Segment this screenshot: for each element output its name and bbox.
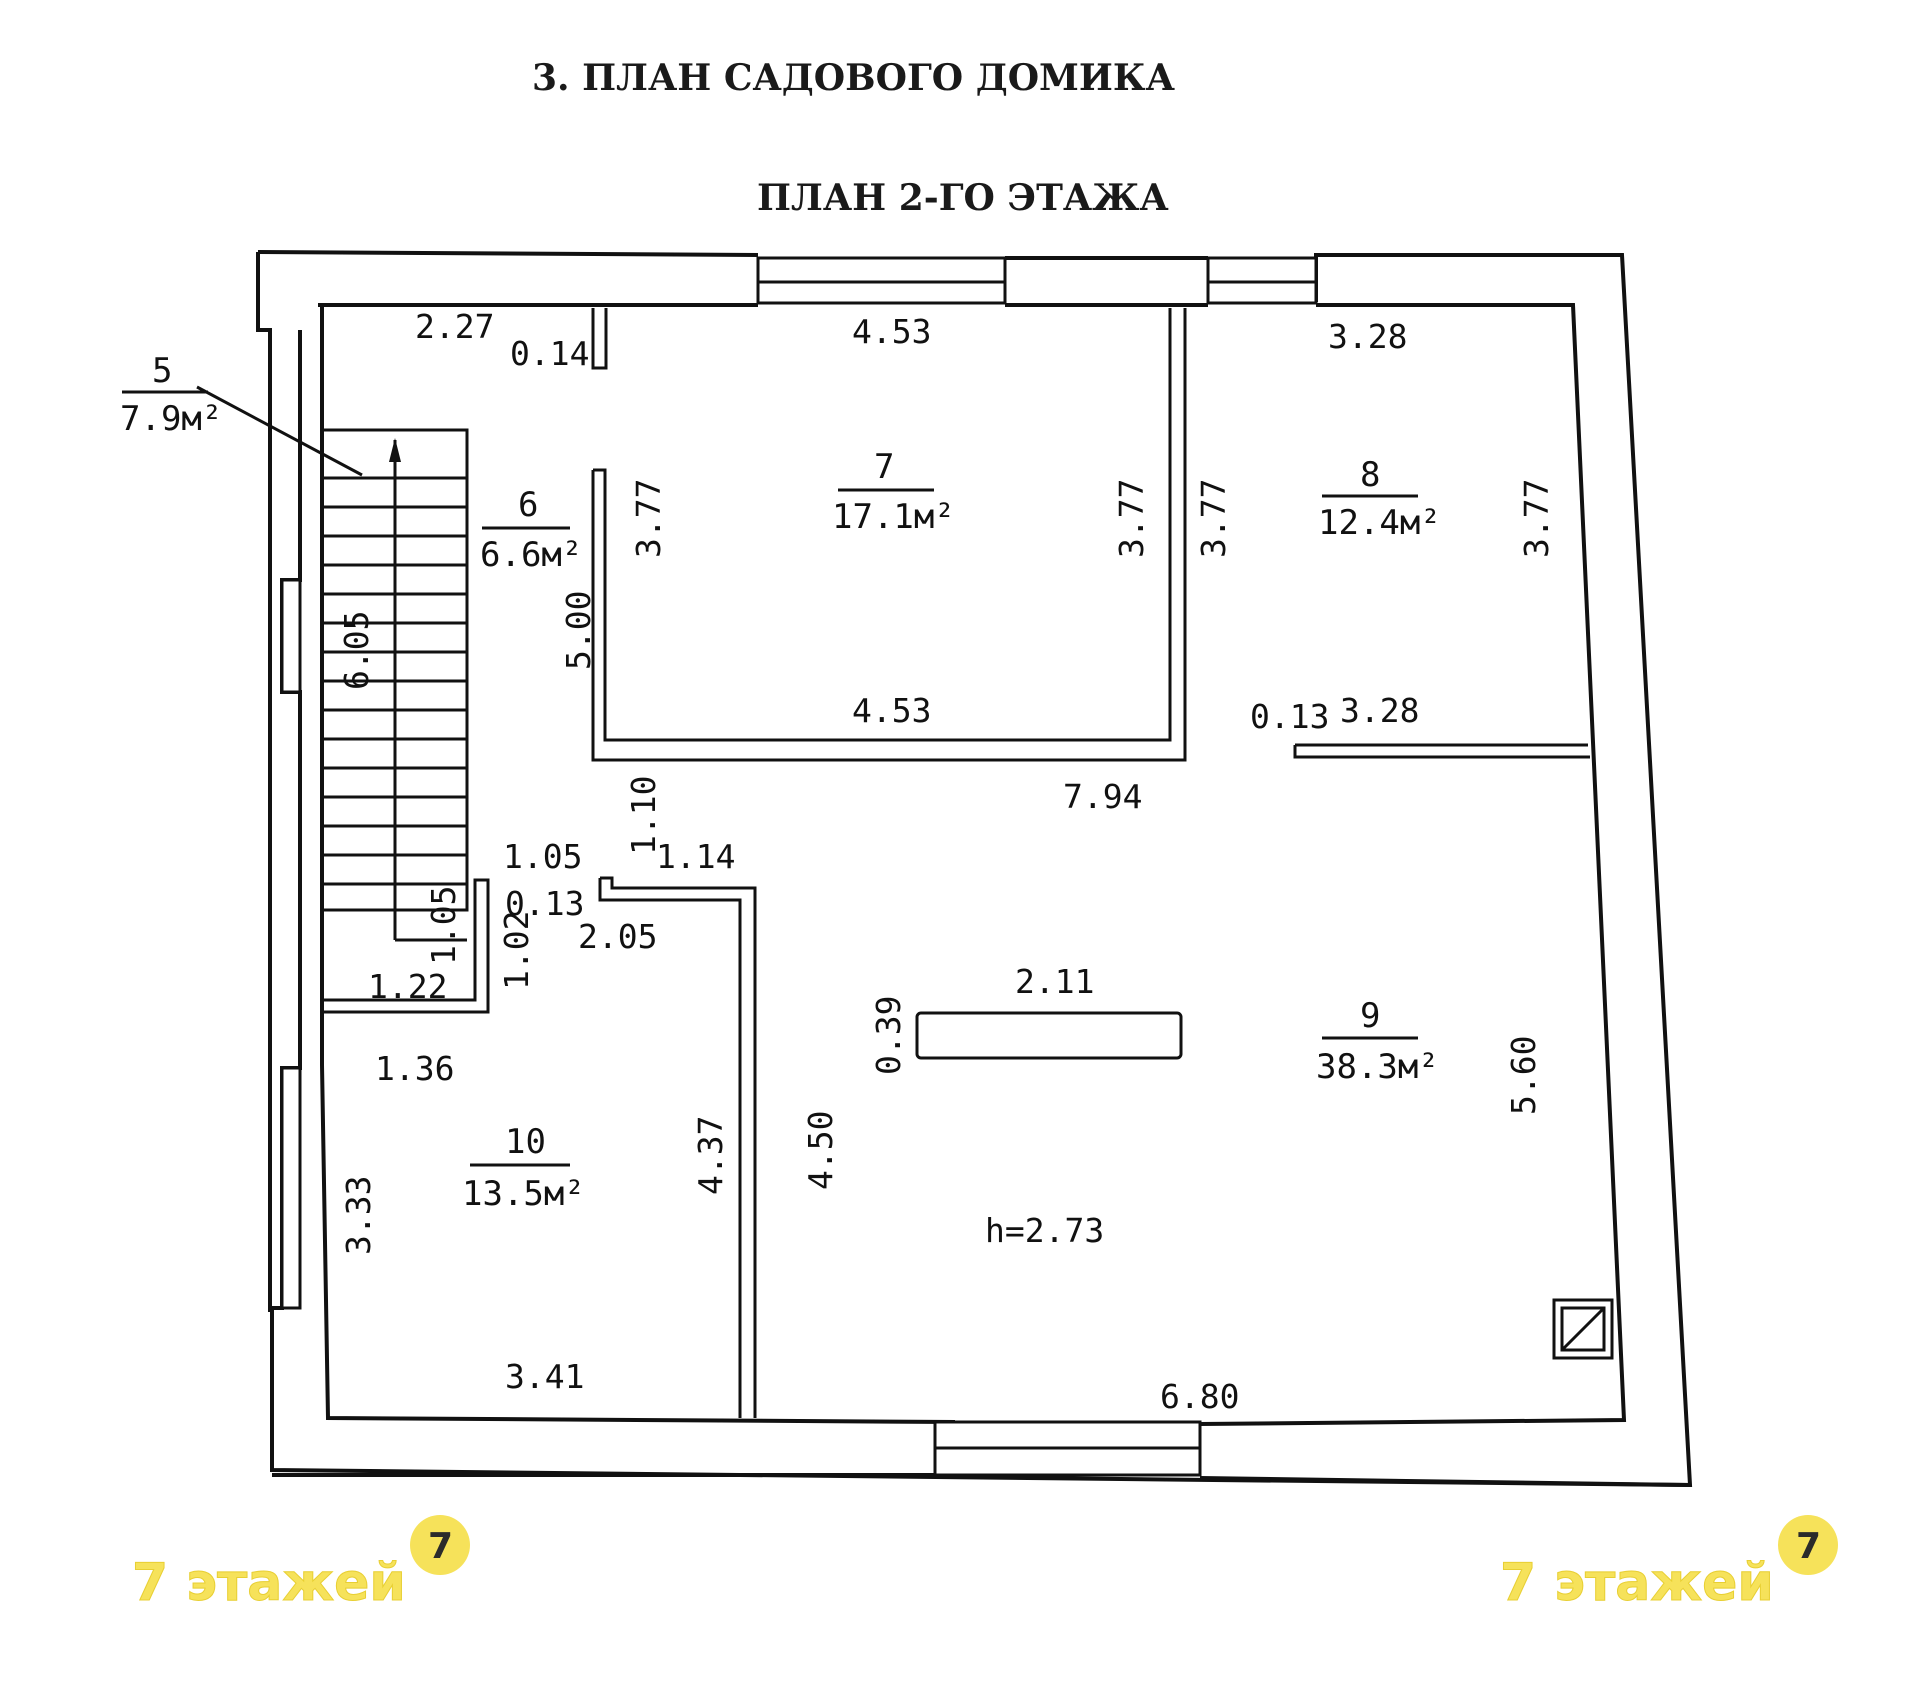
window-left-2 [280,1066,302,1310]
outer-walls [256,250,1693,1488]
dimension-label: 0.13 [1250,697,1329,736]
interior-walls [322,308,1590,1418]
room-area: 13.5м² [462,1174,585,1214]
watermark-left: 7 этажей 7 [132,1515,470,1614]
dimension-label: 5.60 [1504,1036,1543,1115]
room-label-9: 9 38.3м² [1316,996,1439,1087]
dimension-label: 4.53 [852,312,931,351]
dimension-label: 1.10 [624,776,663,855]
dimension-label: 1.02 [497,911,536,990]
room-number: 6 [518,485,538,525]
room-number: 10 [505,1122,546,1162]
dimension-label: 0.14 [510,334,589,373]
room-number: 9 [1360,996,1380,1036]
dimension-label: 3.77 [629,479,668,558]
brand-logo-icon [1778,1515,1838,1575]
room-label-10: 10 13.5м² [462,1122,585,1214]
dimension-label: 0.39 [869,996,908,1075]
dimension-label: h=2.73 [985,1211,1104,1250]
dimension-label: 1.05 [503,837,582,876]
leader-line-room-5 [196,385,363,477]
room-area: 6.6м² [480,535,582,575]
dimension-label: 2.11 [1015,962,1094,1001]
watermark-text: 7 этажей [1500,1553,1774,1613]
room-label-8: 8 12.4м² [1318,455,1441,543]
dimension-label: 3.33 [339,1176,378,1255]
room-area: 12.4м² [1318,503,1441,543]
room-area: 7.9м² [120,399,222,439]
vent-shaft-icon [1552,1298,1614,1360]
room-area: 17.1м² [832,497,955,537]
logo-digit: 7 [428,1526,453,1567]
watermark-right: 7 этажей 7 [1500,1515,1838,1614]
dimension-label: 1.05 [424,886,463,965]
logo-digit: 7 [1796,1526,1821,1567]
dimension-label: 5.00 [559,591,598,670]
dimension-label: 4.50 [801,1111,840,1190]
chimney-block [915,1011,1183,1060]
dimension-label: 6.05 [337,611,376,690]
dimension-label: 4.53 [852,691,931,730]
room-label-5: 5 7.9м² [120,351,222,439]
room-label-7: 7 17.1м² [832,447,955,537]
dimension-labels: 2.27 0.14 4.53 3.28 4.53 0.13 3.28 7.94 … [368,307,1419,1416]
vertical-dimension-labels: 3.77 3.77 3.77 3.77 5.00 6.05 1.10 1.05 … [337,479,1556,1255]
dimension-label: 3.41 [505,1357,584,1396]
dimension-label: 3.77 [1112,479,1151,558]
dimension-label: 2.27 [415,307,494,346]
room-number: 7 [874,447,894,487]
dimension-label: 3.77 [1194,479,1233,558]
room-label-6: 6 6.6м² [480,485,582,575]
plan-subtitle: ПЛАН 2-ГО ЭТАЖА [757,177,1169,219]
staircase [320,428,469,942]
dimension-label: 4.37 [691,1116,730,1195]
dimension-label: 2.05 [578,917,657,956]
watermark-text: 7 этажей [132,1553,406,1613]
dimension-label: 0.13 [505,884,584,923]
dimension-label: 6.80 [1160,1377,1239,1416]
dimension-label: 7.94 [1063,777,1142,816]
plan-title: 3. ПЛАН САДОВОГО ДОМИКА [532,57,1175,99]
stair-arrow-icon [389,438,401,462]
room-number: 8 [1360,455,1380,495]
dimension-label: 3.77 [1517,479,1556,558]
room-number: 5 [152,351,172,391]
dimension-label: 3.28 [1340,691,1419,730]
window-left-1 [280,578,302,694]
room-area: 38.3м² [1316,1047,1439,1087]
dimension-label: 3.28 [1328,317,1407,356]
dimension-label: 1.14 [656,837,735,876]
dimension-label: 1.36 [375,1049,454,1088]
windows [280,256,1318,1477]
dimension-label: 1.22 [368,967,447,1006]
brand-logo-icon [410,1515,470,1575]
